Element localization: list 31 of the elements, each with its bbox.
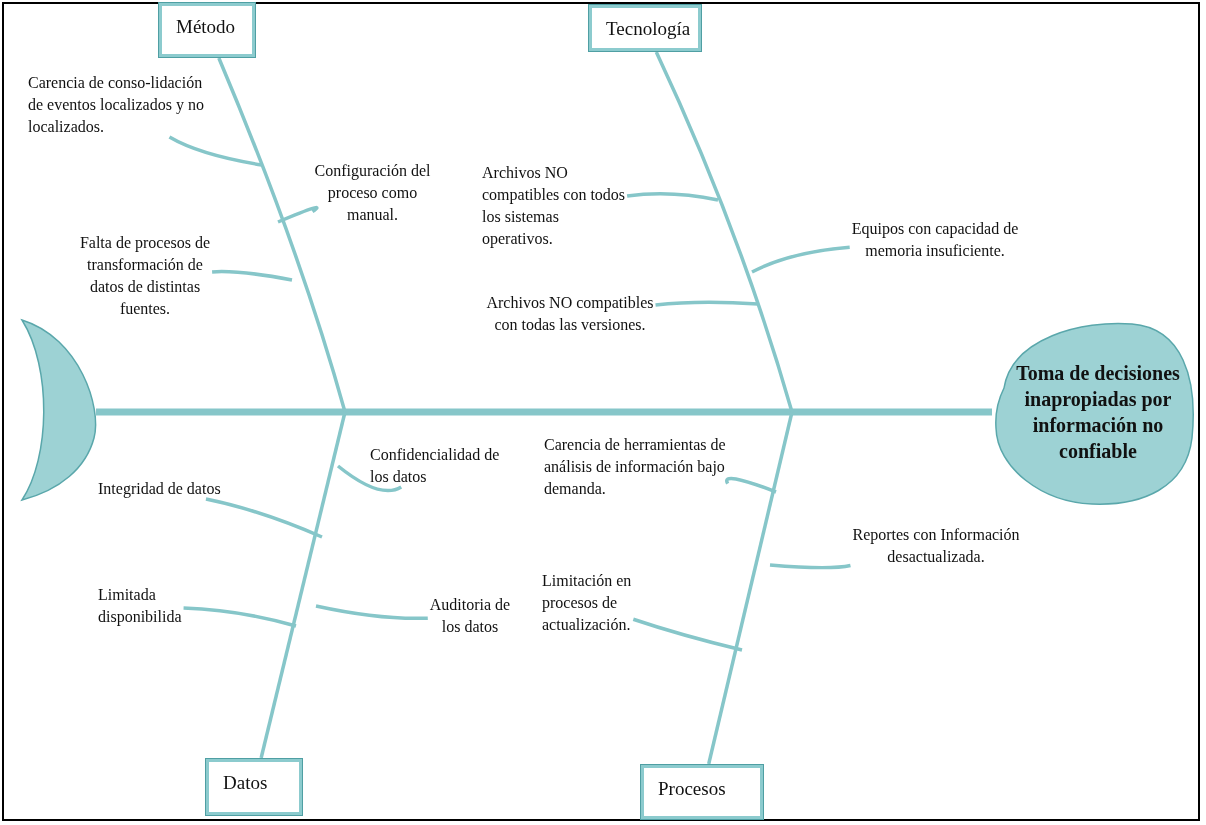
cause-text: Auditoria de los datos	[420, 594, 520, 646]
category-box: Datos	[205, 758, 303, 816]
branch-line	[212, 269, 293, 282]
cause-text: Carencia de herramientas de análisis de información bajo demanda.	[544, 434, 734, 534]
cause-text: Falta de procesos de transformación de datos de distintas fuentes.	[70, 232, 220, 328]
cause-text: Carencia de conso-lidación de eventos localizados y no localizados.	[28, 72, 208, 156]
cause-text: Configuración del proceso como manual.	[305, 160, 440, 240]
branch-line	[632, 617, 743, 652]
branch-line	[183, 606, 297, 628]
cause-text: Reportes con Información desactualizada.	[850, 524, 1022, 600]
branch-line	[168, 135, 263, 167]
category-box: Procesos	[640, 764, 764, 820]
cause-text: Limitación en procesos de actualización.	[542, 570, 676, 646]
cause-text: Limitada disponibilida	[98, 584, 226, 634]
branch-line	[205, 497, 323, 539]
cause-text: Confidencialidad de los datos	[370, 444, 510, 494]
branch-line	[315, 604, 428, 621]
category-box: Método	[158, 2, 256, 58]
cause-text: Integridad de datos	[98, 478, 258, 504]
branch-line	[751, 245, 850, 274]
cause-text: Archivos NO compatibles con todos los sistemas operativos.	[482, 162, 632, 258]
cause-text: Archivos NO compatibles con todas las versiones.	[478, 292, 662, 368]
tail-crescent	[20, 318, 96, 502]
branch-line	[336, 464, 402, 493]
branch-line	[277, 206, 319, 224]
branch-line	[655, 300, 759, 307]
branch-line	[769, 563, 851, 570]
cause-text: Equipos con capacidad de memoria insuficiente.	[845, 218, 1025, 294]
branch-line	[626, 192, 719, 202]
effect-label: Toma de decisiones inapropiadas por información no confiable	[1015, 361, 1181, 464]
category-box: Tecnología	[588, 4, 702, 52]
